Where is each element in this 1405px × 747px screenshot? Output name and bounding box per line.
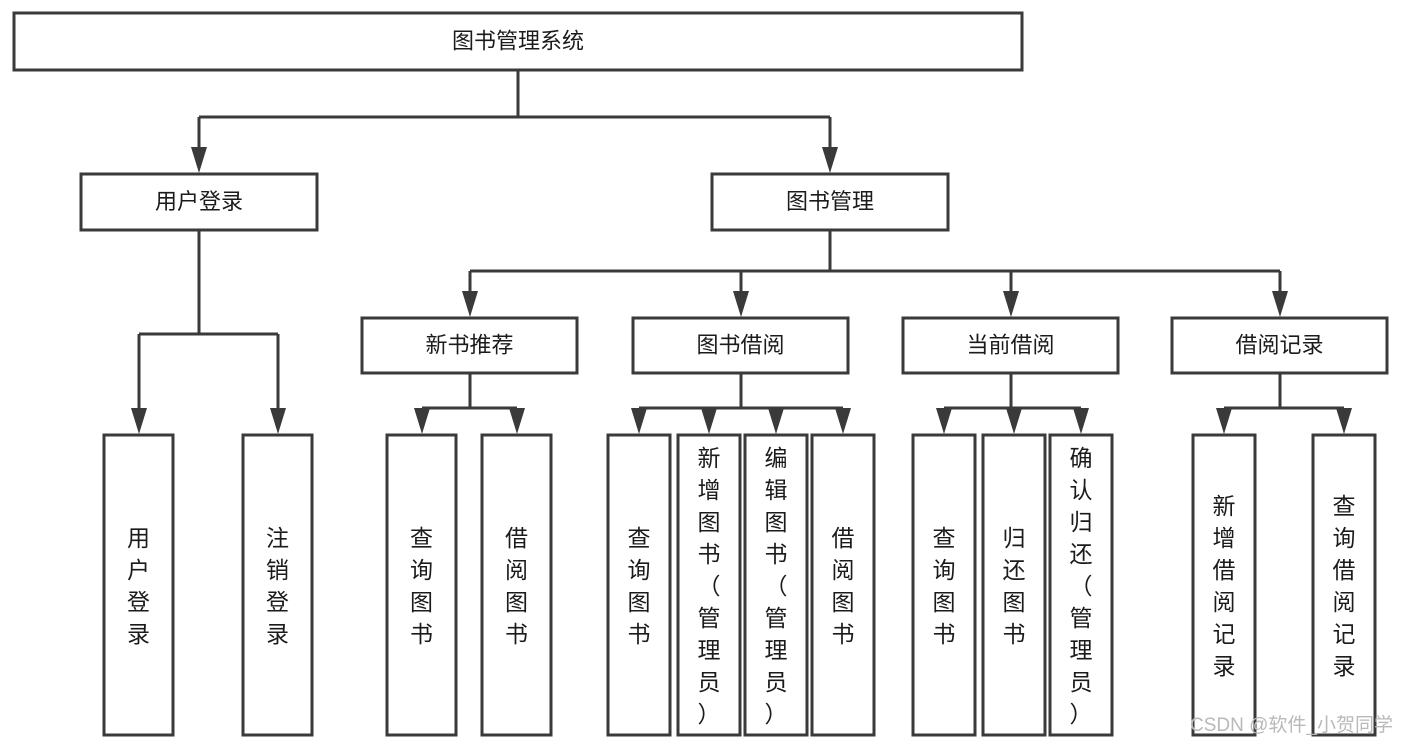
- node-box-root[interactable]: [12, 11, 1024, 72]
- node-box-current[interactable]: [901, 316, 1120, 375]
- node-leaf-12[interactable]: 新增借阅记录: [1191, 433, 1257, 737]
- node-label-leaf-13: 查询借阅记录: [1333, 493, 1356, 679]
- node-label-borrow: 图书借阅: [696, 332, 784, 357]
- node-label-leaf-04: 借阅图书: [505, 525, 528, 647]
- node-box-records[interactable]: [1170, 316, 1389, 375]
- node-label-current: 当前借阅: [966, 332, 1054, 357]
- node-leaf-02[interactable]: 注销登录: [241, 433, 314, 737]
- node-box-leaf-10[interactable]: [981, 433, 1047, 737]
- node-leaf-04[interactable]: 借阅图书: [480, 433, 553, 737]
- node-label-records: 借阅记录: [1235, 332, 1323, 357]
- connector-group-records: [1216, 373, 1352, 434]
- node-leaf-11[interactable]: 确认归还（管理员）: [1048, 433, 1114, 737]
- node-leaf-13[interactable]: 查询借阅记录: [1311, 433, 1377, 737]
- connector-layer: [131, 70, 1352, 434]
- node-box-bookmgr[interactable]: [710, 172, 950, 232]
- node-box-leaf-08[interactable]: [810, 433, 876, 737]
- node-leaf-01[interactable]: 用户登录: [102, 433, 175, 737]
- node-box-borrow[interactable]: [631, 316, 850, 375]
- node-leaf-06[interactable]: 新增图书（管理员）: [676, 433, 742, 737]
- node-box-leaf-12[interactable]: [1191, 433, 1257, 737]
- node-current[interactable]: 当前借阅: [901, 316, 1120, 375]
- node-leaf-07[interactable]: 编辑图书（管理员）: [743, 433, 809, 737]
- node-box-leaf-11[interactable]: [1048, 433, 1114, 737]
- connector-group-current: [936, 373, 1089, 434]
- node-label-leaf-05: 查询图书: [628, 525, 651, 647]
- node-box-leaf-04[interactable]: [480, 433, 553, 737]
- node-label-leaf-03: 查询图书: [410, 525, 433, 647]
- node-box-newbook[interactable]: [360, 316, 579, 375]
- node-label-leaf-09: 查询图书: [933, 525, 956, 647]
- node-leaf-03[interactable]: 查询图书: [385, 433, 458, 737]
- node-borrow[interactable]: 图书借阅: [631, 316, 850, 375]
- node-leaf-09[interactable]: 查询图书: [911, 433, 977, 737]
- node-box-leaf-13[interactable]: [1311, 433, 1377, 737]
- node-root[interactable]: 图书管理系统: [12, 11, 1024, 72]
- node-label-leaf-10: 归还图书: [1003, 525, 1026, 647]
- connector-group-newbook: [414, 373, 525, 434]
- node-label-bookmgr: 图书管理: [786, 189, 874, 214]
- node-box-login[interactable]: [79, 172, 319, 232]
- connector-group-borrow: [631, 373, 851, 434]
- node-label-leaf-02: 注销登录: [266, 525, 289, 647]
- node-leaf-08[interactable]: 借阅图书: [810, 433, 876, 737]
- node-box-leaf-06[interactable]: [676, 433, 742, 737]
- node-records[interactable]: 借阅记录: [1170, 316, 1389, 375]
- node-label-root: 图书管理系统: [452, 28, 584, 53]
- node-box-leaf-03[interactable]: [385, 433, 458, 737]
- connector-group-bookmgr: [462, 230, 1288, 317]
- node-leaf-10[interactable]: 归还图书: [981, 433, 1047, 737]
- node-bookmgr[interactable]: 图书管理: [710, 172, 950, 232]
- node-label-leaf-11: 确认归还（管理员）: [1070, 445, 1093, 727]
- node-box-leaf-01[interactable]: [102, 433, 175, 737]
- csdn-watermark: CSDN @软件_小贺同学: [1190, 714, 1393, 736]
- node-box-leaf-07[interactable]: [743, 433, 809, 737]
- node-label-leaf-08: 借阅图书: [832, 525, 855, 647]
- node-label-newbook: 新书推荐: [425, 332, 513, 357]
- connector-group-login: [131, 230, 286, 434]
- node-login[interactable]: 用户登录: [79, 172, 319, 232]
- node-label-leaf-07: 编辑图书（管理员）: [765, 445, 788, 727]
- node-box-leaf-02[interactable]: [241, 433, 314, 737]
- node-label-leaf-06: 新增图书（管理员）: [698, 445, 721, 727]
- node-label-leaf-01: 用户登录: [127, 525, 150, 647]
- node-layer: 图书管理系统用户登录图书管理新书推荐图书借阅当前借阅借阅记录用户登录注销登录查询…: [12, 11, 1389, 737]
- node-newbook[interactable]: 新书推荐: [360, 316, 579, 375]
- node-box-leaf-05[interactable]: [606, 433, 672, 737]
- node-leaf-05[interactable]: 查询图书: [606, 433, 672, 737]
- connector-group-root: [191, 70, 838, 173]
- node-label-login: 用户登录: [155, 189, 243, 214]
- node-box-leaf-09[interactable]: [911, 433, 977, 737]
- node-label-leaf-12: 新增借阅记录: [1213, 493, 1236, 679]
